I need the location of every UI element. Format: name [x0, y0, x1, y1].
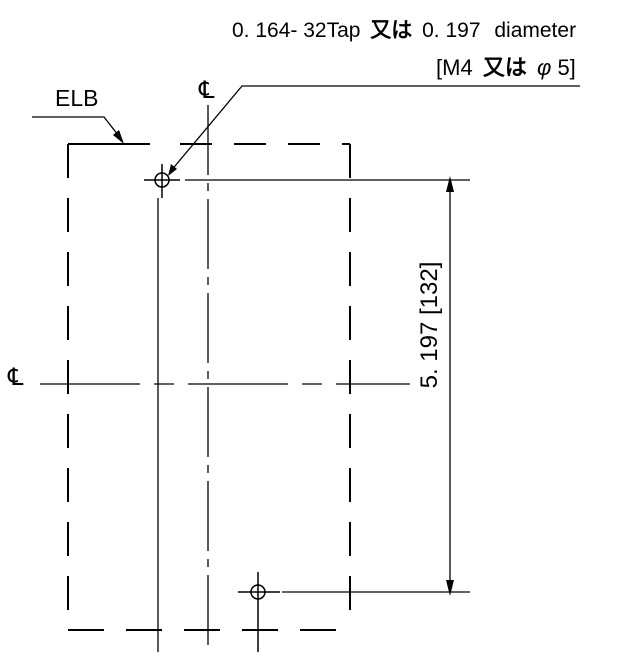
upper-mounting-hole	[144, 164, 180, 198]
callout-leader-arrowhead	[168, 164, 177, 176]
elb-label: ELB	[55, 85, 98, 111]
callout-or-jp: 又は	[370, 19, 412, 42]
lower-mounting-hole	[238, 572, 280, 652]
dimension-arrow-bottom	[446, 580, 454, 596]
callout-metric-thread: [M4	[436, 55, 473, 80]
callout-leader-line	[169, 85, 580, 173]
callout-metric-size: 5]	[557, 55, 575, 80]
elb-leader-line	[32, 116, 123, 141]
vertical-centerline-symbol: ℄	[198, 77, 215, 104]
callout-line-2: [M4 又は φ 5]	[436, 55, 576, 80]
horizontal-centerline-symbol: ℄	[7, 364, 24, 391]
breaker-outline	[67, 143, 351, 631]
elb-leader-arrowhead	[113, 130, 124, 144]
callout-line-1: 0. 164- 32Tap 又は 0. 197 diameter	[232, 19, 576, 42]
callout-phi-symbol: φ	[537, 55, 551, 80]
callout-hole-size: 0. 197	[422, 19, 480, 42]
dimension-label: 5. 197 [132]	[416, 262, 443, 389]
dimension-arrow-top	[446, 176, 454, 192]
callout-thread-spec: 0. 164- 32Tap	[232, 19, 360, 42]
callout-or-jp-2: 又は	[483, 55, 527, 80]
callout-diameter-word: diameter	[494, 19, 576, 42]
